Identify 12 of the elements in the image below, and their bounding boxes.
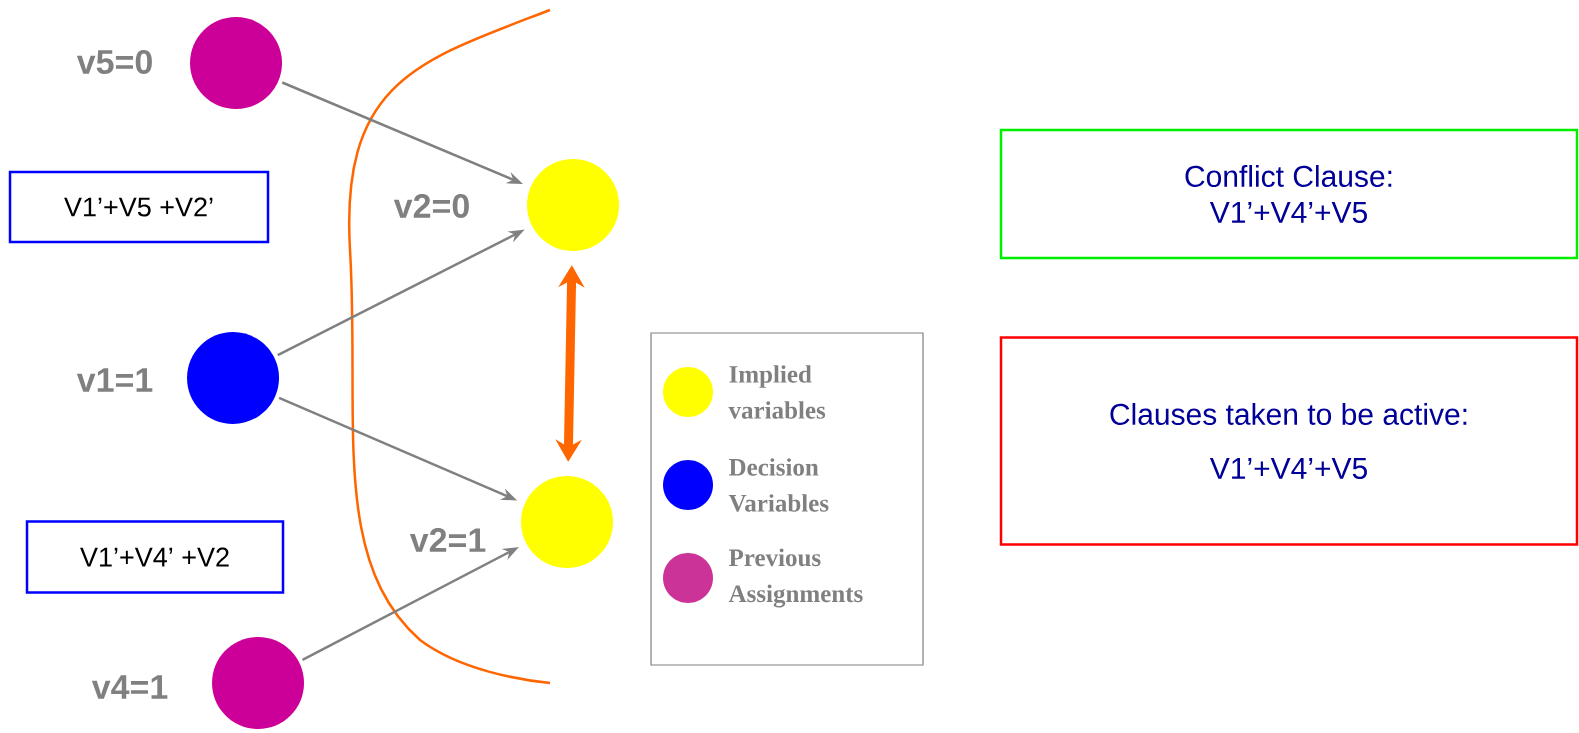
clause-box: Conflict Clause: V1’+V4’+V5 [999, 128, 1579, 260]
clause-box: V1’+V4’ +V2 [25, 520, 285, 594]
legend-label: Implied variables [728, 365, 826, 419]
variable-label: v4=1 [91, 675, 168, 699]
variable-label: v5=0 [76, 49, 152, 75]
clause-box: V1’+V5 +V2’ [8, 170, 270, 244]
legend-label: Previous Assignments [728, 548, 863, 608]
variable-label: v2=0 [393, 193, 469, 219]
variable-label: v1=1 [76, 368, 153, 392]
variable-label: v2=1 [409, 528, 486, 552]
clause-box: Clauses taken to be active: V1’+V4’+V5 [999, 336, 1579, 546]
legend-label: Decision Variables [728, 458, 829, 512]
